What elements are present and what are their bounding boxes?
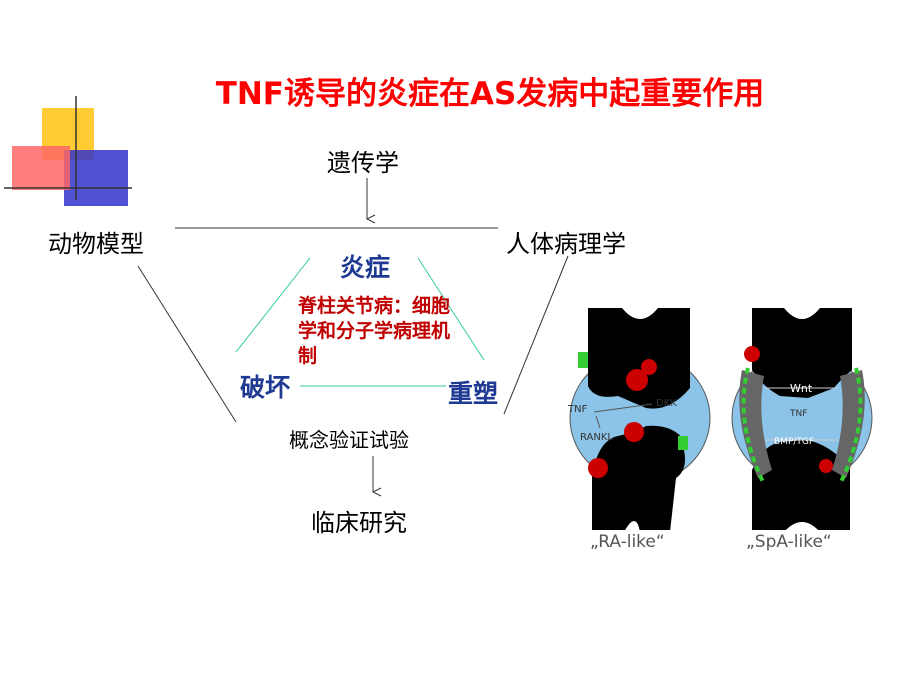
left-diagonal-line bbox=[137, 265, 237, 423]
bmp-tgf-label: BMP/TGF bbox=[774, 437, 814, 447]
tnf-arrow bbox=[593, 403, 653, 413]
ra-like-joint-figure: TNF DKK RANKL bbox=[567, 308, 711, 530]
erosion-lesion bbox=[626, 369, 648, 391]
erosion-lesion bbox=[641, 359, 657, 375]
genetics-label: 遗传学 bbox=[327, 149, 399, 177]
ra-like-caption: „RA-like“ bbox=[590, 532, 665, 552]
triangle-left-edge bbox=[235, 257, 311, 353]
animal-models-label: 动物模型 bbox=[48, 230, 144, 258]
clinical-research-label: 临床研究 bbox=[311, 509, 407, 537]
rankl-arrow bbox=[595, 415, 601, 429]
concept-trials-label: 概念验证试验 bbox=[289, 428, 409, 452]
right-diagonal-line bbox=[503, 255, 569, 415]
deco-blue-square bbox=[64, 150, 128, 206]
spa-like-joint-figure: Wnt TNF BMP/TGF bbox=[731, 308, 873, 530]
destruction-label: 破坏 bbox=[240, 373, 291, 402]
erosion-lesion bbox=[624, 422, 644, 442]
human-pathology-label: 人体病理学 bbox=[506, 230, 626, 258]
dkk-label: DKK bbox=[656, 398, 677, 409]
triangle-right-edge bbox=[417, 257, 485, 361]
inflammation-spot bbox=[744, 346, 760, 362]
rankl-label: RANKL bbox=[580, 432, 613, 443]
erosion-lesion bbox=[588, 458, 608, 478]
green-periosteal-line bbox=[838, 367, 863, 485]
decorative-squares bbox=[4, 96, 132, 206]
new-bone-formation bbox=[832, 370, 865, 478]
upper-bone bbox=[752, 308, 852, 398]
green-marker bbox=[578, 352, 588, 368]
upper-bone bbox=[588, 308, 690, 409]
inflammation-spot bbox=[819, 459, 833, 473]
spa-like-caption: „SpA-like“ bbox=[746, 532, 832, 552]
inflammation-label: 炎症 bbox=[340, 253, 391, 282]
remodeling-label: 重塑 bbox=[448, 379, 499, 408]
lower-bone bbox=[592, 425, 685, 530]
tnf-label: TNF bbox=[567, 404, 588, 415]
slide-title: TNF诱导的炎症在AS发病中起重要作用 bbox=[215, 76, 765, 112]
deco-red-square bbox=[12, 146, 70, 190]
wnt-label: Wnt bbox=[790, 382, 813, 395]
new-bone-formation bbox=[739, 370, 772, 478]
tnf-label: TNF bbox=[789, 409, 807, 419]
green-marker bbox=[678, 436, 688, 450]
core-mechanism-text: 脊柱关节病：细胞学和分子学病理机制 bbox=[298, 295, 451, 367]
green-periosteal-line bbox=[741, 367, 766, 485]
